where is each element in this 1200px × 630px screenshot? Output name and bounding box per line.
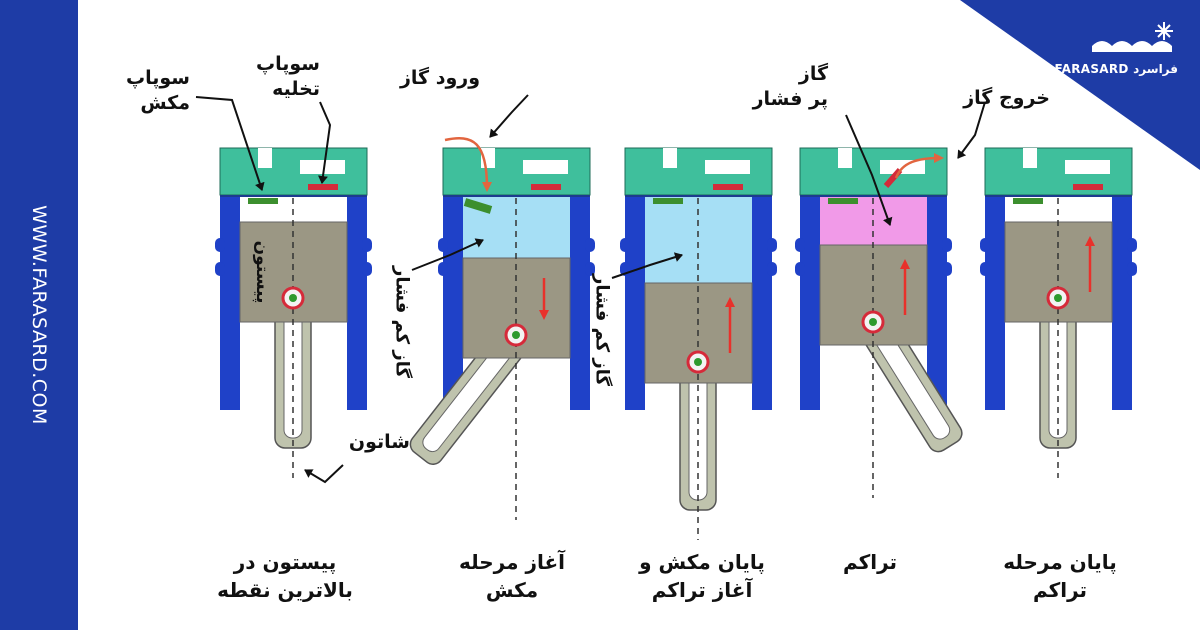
wrist-pin-center [1054, 294, 1062, 302]
label-exhaust-valve: سوپاپ تخلیه [256, 53, 320, 100]
label-pointers [195, 94, 986, 484]
label-gas-outlet: خروج گاز [963, 87, 1050, 109]
cylinder-wall-right [347, 195, 367, 410]
label-low-pressure-gas-1: گاز کم فشار [391, 266, 413, 378]
label-gas-inlet: ورود گاز [399, 67, 480, 89]
stage-4 [795, 147, 963, 498]
pointer-exhaust-valve [318, 101, 332, 184]
fin-left [215, 238, 225, 252]
connecting-rod [679, 361, 717, 511]
cylinder-wall-left [443, 195, 463, 410]
cylinder-wall-right [570, 195, 590, 410]
label-intake-valve: سوپاپ مکش [126, 67, 190, 114]
exhaust-port [523, 160, 568, 174]
caption-stage-5: پایان مرحله تراکم [1003, 550, 1117, 602]
intake-valve [653, 198, 683, 204]
fin-right [942, 262, 952, 276]
exhaust-port [705, 160, 750, 174]
exhaust-port [300, 160, 345, 174]
brand-sidebar: WWW.FARASARD.COM [0, 0, 78, 630]
fin-left [215, 262, 225, 276]
stage-5 [980, 147, 1137, 478]
fin-right [585, 238, 595, 252]
caption-stage-4: تراکم [842, 550, 898, 574]
fin-right [362, 262, 372, 276]
intake-valve-open [463, 198, 493, 214]
intake-valve [248, 198, 278, 204]
intake-port [838, 148, 852, 168]
cylinder-wall-right [752, 195, 772, 410]
pointer-gas-inlet [489, 94, 529, 138]
cylinder-wall-right [1112, 195, 1132, 410]
cylinder-wall-left [625, 195, 645, 410]
intake-valve [1013, 198, 1043, 204]
cylinder-wall-left [985, 195, 1005, 410]
exhaust-valve [1073, 184, 1103, 190]
brand-corner-banner [960, 0, 1200, 170]
logo-text: FARASARD فراسرد [1054, 62, 1178, 76]
stage-2 [409, 137, 595, 520]
gas-inflow-arrow-icon [444, 137, 492, 192]
cylinder-wall-left [220, 195, 240, 410]
logo-mark-icon [1092, 22, 1173, 52]
intake-port [1023, 148, 1037, 168]
fin-right [585, 262, 595, 276]
label-piston: پیستون [252, 240, 272, 304]
connecting-rod [274, 297, 312, 449]
intake-port [663, 148, 677, 168]
wrist-pin-center [289, 294, 297, 302]
caption-stage-1: پیستون در بالاترین نقطه [217, 550, 353, 602]
wrist-pin-center [512, 331, 520, 339]
fin-left [620, 238, 630, 252]
fin-left [980, 238, 990, 252]
pointer-low-gas-2 [611, 252, 683, 279]
cylinder-wall-left [800, 195, 820, 410]
fin-right [767, 238, 777, 252]
label-connecting-rod: شاتون [348, 431, 410, 453]
cylinder-wall-right [927, 195, 947, 410]
pointer-connecting-rod [304, 464, 344, 484]
pointer-low-gas-1 [411, 238, 484, 271]
fin-right [1127, 238, 1137, 252]
fin-left [438, 238, 448, 252]
fin-right [767, 262, 777, 276]
wrist-pin-center [694, 358, 702, 366]
exhaust-valve [531, 184, 561, 190]
rod-inner [688, 373, 708, 501]
label-high-pressure-gas: گاز پر فشار [752, 63, 828, 110]
gas-outflow-arrow-icon [894, 153, 944, 179]
exhaust-valve [713, 184, 743, 190]
caption-stage-3: پایان مکش و آغاز تراکم [639, 550, 765, 602]
intake-port [258, 148, 272, 168]
exhaust-valve [308, 184, 338, 190]
stage-1 [215, 147, 372, 478]
wrist-pin-center [869, 318, 877, 326]
fin-right [362, 238, 372, 252]
fin-left [980, 262, 990, 276]
fin-right [1127, 262, 1137, 276]
fin-right [942, 238, 952, 252]
exhaust-port [1065, 160, 1110, 174]
fin-left [438, 262, 448, 276]
label-low-pressure-gas-2: گاز کم فشار [591, 274, 613, 386]
fin-left [795, 238, 805, 252]
fin-left [795, 262, 805, 276]
pointer-high-gas [845, 114, 893, 226]
caption-stage-2: آغاز مرحله مکش [458, 550, 566, 602]
stage-3 [620, 147, 777, 540]
pointer-gas-outlet [957, 101, 986, 159]
intake-valve [828, 198, 858, 204]
pointer-intake-valve [195, 96, 265, 191]
